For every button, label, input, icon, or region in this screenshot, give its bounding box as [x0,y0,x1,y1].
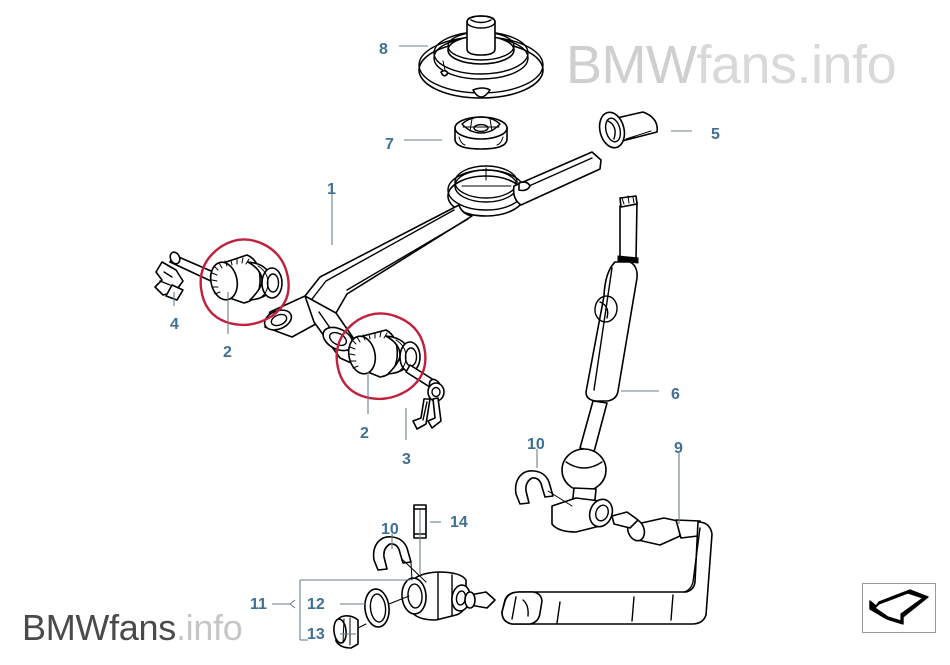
callout-label-13[interactable]: 13 [307,626,325,643]
part-9-selector-rod [501,470,713,625]
callout-label-14[interactable]: 14 [450,514,468,531]
callout-label-10b[interactable]: 10 [381,521,399,538]
arrow-logo-icon [869,589,929,625]
watermark-top: BMWfans.info [566,34,897,96]
highlight-bushing-left [199,238,290,327]
watermark-top-light: fans.info [696,35,897,95]
callout-label-10a[interactable]: 10 [527,436,545,453]
watermark-top-bold: BMW [566,35,697,95]
part-5-bush-sleeve [598,111,659,149]
callout-label-4[interactable]: 4 [170,316,179,333]
callout-label-8[interactable]: 8 [379,41,388,58]
watermark-bottom-bold: BMWfans [22,607,176,648]
part-13-cap-cover [333,615,367,649]
part-2-bushing-left [209,254,283,304]
part-2-bushing-right [347,329,421,378]
bmwfans-logo-box[interactable] [862,583,936,633]
callout-label-2b[interactable]: 2 [360,425,369,442]
highlight-bushing-right [335,312,427,401]
callout-label-2a[interactable]: 2 [223,344,232,361]
callout-label-5[interactable]: 5 [711,126,720,143]
callout-label-11[interactable]: 11 [250,596,267,613]
part-12-joint-body [401,559,496,621]
callout-label-1[interactable]: 1 [327,181,336,198]
callout-label-9[interactable]: 9 [674,440,683,457]
watermark-bottom: BMWfans.info [22,607,243,649]
callout-label-7[interactable]: 7 [385,136,394,153]
callout-label-6[interactable]: 6 [671,386,680,403]
part-6-gearshift-lever [561,195,639,511]
part-7-ball-socket-insert [454,116,508,150]
part-8-shift-boot-cover [418,15,544,99]
watermark-bottom-light: .info [175,607,243,648]
leader-lines [173,45,692,641]
part-1-shift-lever-arm [263,151,602,375]
callout-label-12[interactable]: 12 [307,596,325,613]
callout-label-3[interactable]: 3 [402,451,411,468]
part-12-ring [364,588,410,628]
part-10-clip-upper [514,470,554,505]
part-3-retaining-clip [405,364,445,430]
